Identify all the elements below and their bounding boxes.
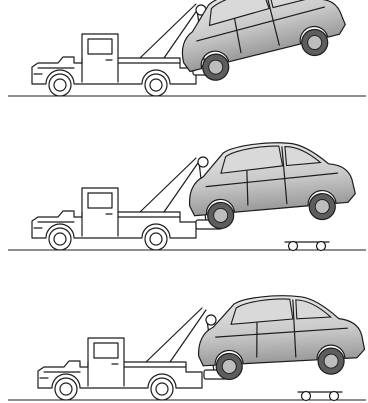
boom-pulley xyxy=(206,315,216,325)
wheel-dolly xyxy=(285,242,329,251)
tow-truck xyxy=(38,308,206,400)
panel-3 xyxy=(8,291,366,400)
wheel-dolly xyxy=(298,392,342,401)
panel-1 xyxy=(8,0,366,96)
tow-truck xyxy=(32,4,200,96)
panel-2 xyxy=(8,136,366,251)
tow-truck xyxy=(32,158,200,250)
boom-pulley xyxy=(198,157,208,167)
towed-car xyxy=(196,291,366,381)
towed-car xyxy=(185,136,357,231)
